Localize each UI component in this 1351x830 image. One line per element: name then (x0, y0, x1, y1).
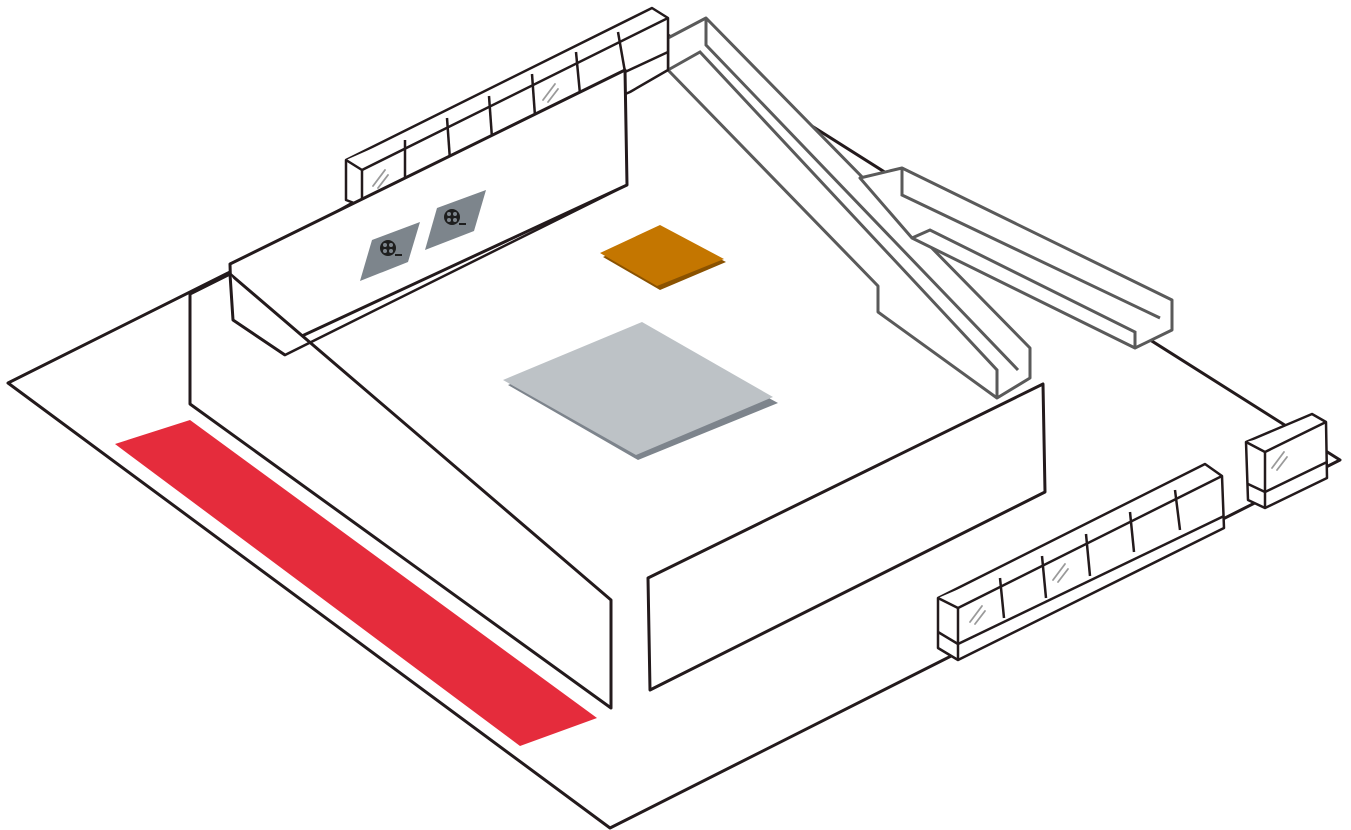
right-connector-dividers (937, 489, 1225, 660)
rail-short (858, 166, 1174, 350)
front-panel (646, 382, 1047, 692)
left-panel (188, 272, 613, 710)
rail-short-line-2 (911, 228, 1137, 348)
orange-chip-top (600, 225, 724, 286)
rail-long (666, 16, 1032, 400)
reel-icon (444, 209, 466, 225)
rail-short-line (900, 168, 1161, 320)
corner-glass-marks (1271, 451, 1288, 471)
orange-chip (600, 225, 726, 290)
port-plates (360, 190, 486, 281)
glass-marks (372, 83, 559, 189)
memory-rails (666, 16, 1174, 400)
right-connector-row (936, 462, 1226, 662)
top-connector-row (344, 6, 670, 208)
corner-connector (1244, 412, 1329, 510)
silver-chip (503, 322, 778, 460)
inner-floor-edge (232, 183, 628, 357)
reel-icon (380, 240, 402, 256)
red-stripe (115, 420, 597, 746)
right-connector-body (936, 462, 1226, 662)
right-glass-marks (969, 563, 1069, 625)
silver-chip-top (503, 322, 773, 455)
rail-inner-line-2 (667, 50, 999, 398)
rail-inner-line (704, 18, 1020, 372)
